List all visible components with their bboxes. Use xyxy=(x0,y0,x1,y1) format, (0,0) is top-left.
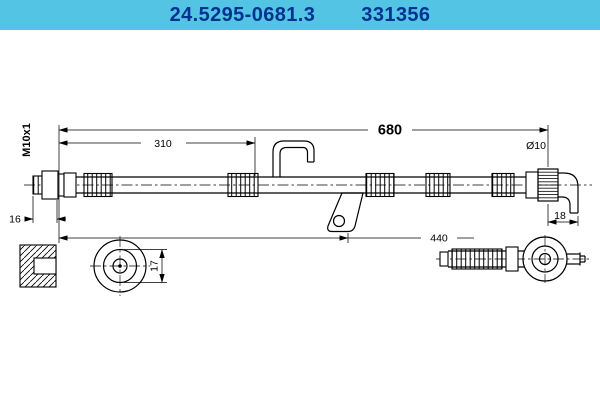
elbow-outer xyxy=(558,172,579,213)
banjo-eye-outer xyxy=(522,236,568,282)
technical-drawing: 680 310 440 16 18 Ø10 M10x1 xyxy=(9,123,592,296)
elbow-inner xyxy=(558,196,571,213)
fitting-end-view xyxy=(90,236,150,296)
dim-d10-label: Ø10 xyxy=(526,140,546,152)
hose-bellows-5 xyxy=(491,172,515,198)
banjo-collar xyxy=(505,246,519,272)
dim-18-label: 18 xyxy=(554,210,566,222)
left-collar xyxy=(63,172,77,198)
spring-clip xyxy=(272,140,315,177)
banjo-eye-hole xyxy=(538,252,552,266)
hose-bellows-4 xyxy=(425,172,451,198)
left-fitting xyxy=(32,170,77,200)
dimension-16: 16 xyxy=(9,196,66,226)
thread-spec-label: M10x1 xyxy=(21,123,33,157)
part-number: 24.5295-0681.3 xyxy=(169,3,316,26)
hose-body xyxy=(76,172,526,198)
dim-680-label: 680 xyxy=(378,123,402,139)
title-bar: 24.5295-0681.3 331356 xyxy=(0,0,600,30)
banjo-hose-bellows xyxy=(451,248,503,270)
reference-number: 331356 xyxy=(361,3,431,26)
dim-310-label: 310 xyxy=(154,138,172,150)
banjo-stub xyxy=(439,251,449,267)
hose-bellows-1 xyxy=(83,172,113,198)
dimension-18: 18 xyxy=(547,204,579,226)
right-thread xyxy=(537,168,559,202)
section-bore xyxy=(33,257,57,275)
right-collar xyxy=(525,171,539,199)
dim-16-label: 16 xyxy=(9,214,21,226)
banjo-end-view xyxy=(436,235,592,283)
section-view xyxy=(19,244,57,288)
dimension-17: 17 xyxy=(124,249,167,283)
dimension-440: 440 xyxy=(58,233,474,245)
dimension-310: 310 xyxy=(58,137,256,176)
dim-440-label: 440 xyxy=(430,233,448,245)
dim-17-label: 17 xyxy=(149,260,161,272)
center-mark xyxy=(118,264,122,268)
dimension-680: 680 xyxy=(58,123,549,243)
left-hex xyxy=(41,170,59,200)
banjo-eye-ring xyxy=(531,245,559,273)
hose-bellows-2 xyxy=(227,172,259,198)
bracket-hole xyxy=(332,214,346,228)
hose-bellows-3 xyxy=(365,172,395,198)
left-thread xyxy=(32,175,43,195)
mounting-bracket xyxy=(327,192,364,233)
right-fitting xyxy=(525,168,579,214)
